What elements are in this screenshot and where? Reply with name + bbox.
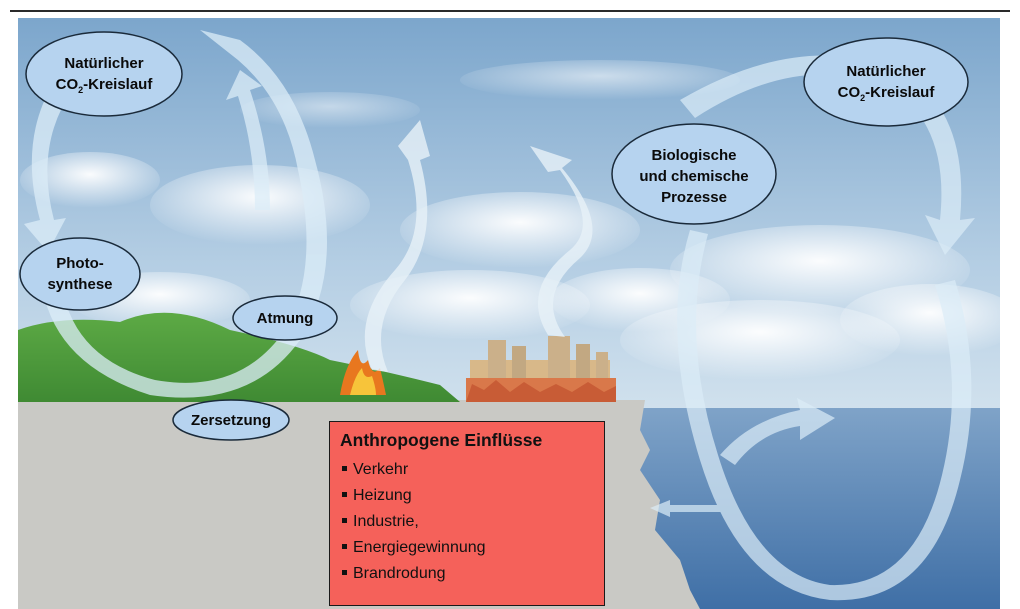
- list-item: Energiegewinnung: [340, 535, 594, 561]
- anthropogenic-influences-box: Anthropogene Einflüsse Verkehr Heizung I…: [329, 421, 605, 606]
- natural-cycle-left-line1: Natürlicher: [64, 55, 143, 72]
- decomposition-label: Zersetzung: [191, 412, 271, 429]
- bullet-icon: [342, 543, 347, 549]
- top-rule: [10, 10, 1010, 12]
- bullet-icon: [342, 465, 347, 471]
- list-item: Verkehr: [340, 457, 594, 483]
- bio-chem-line1: Biologische: [651, 147, 736, 164]
- list-item: Heizung: [340, 483, 594, 509]
- industry-city-icon: [466, 336, 616, 402]
- natural-cycle-right-line1: Natürlicher: [846, 63, 925, 80]
- coast-cliff: [598, 400, 700, 609]
- natural-cycle-left-line2: CO2-Kreislauf: [56, 76, 154, 95]
- bullet-icon: [342, 491, 347, 497]
- list-item-label: Heizung: [353, 487, 412, 504]
- fire-icon: [340, 350, 386, 395]
- bubble-natural-cycle-right: Natürlicher CO2-Kreislauf: [803, 37, 969, 127]
- list-item-label: Energiegewinnung: [353, 539, 486, 556]
- photosynthesis-line2: synthese: [47, 276, 112, 293]
- left-cycle-arrows: [24, 30, 327, 398]
- list-item-label: Brandrodung: [353, 565, 446, 582]
- bubble-decomposition: Zersetzung: [172, 399, 290, 441]
- bubble-respiration: Atmung: [232, 295, 338, 341]
- emission-arrows: [364, 120, 593, 372]
- list-item-label: Industrie,: [353, 513, 419, 530]
- anthropogenic-list: Verkehr Heizung Industrie, Energiegewinn…: [340, 457, 594, 587]
- list-item-label: Verkehr: [353, 461, 409, 478]
- anthropogenic-title: Anthropogene Einflüsse: [340, 430, 543, 450]
- bio-chem-line2: und chemische: [639, 168, 748, 185]
- bubble-photosynthesis: Photo- synthese: [19, 237, 141, 311]
- photosynthesis-line1: Photo-: [56, 255, 103, 272]
- natural-cycle-right-line2: CO2-Kreislauf: [838, 84, 936, 103]
- bubble-natural-cycle-left: Natürlicher CO2-Kreislauf: [25, 31, 183, 117]
- right-cycle-arrows: [650, 55, 975, 601]
- respiration-label: Atmung: [257, 310, 314, 327]
- bullet-icon: [342, 569, 347, 575]
- bio-chem-line3: Prozesse: [661, 189, 727, 206]
- list-item: Industrie,: [340, 509, 594, 535]
- bubble-bio-chem-processes: Biologische und chemische Prozesse: [611, 123, 777, 225]
- bullet-icon: [342, 517, 347, 523]
- list-item: Brandrodung: [340, 561, 594, 587]
